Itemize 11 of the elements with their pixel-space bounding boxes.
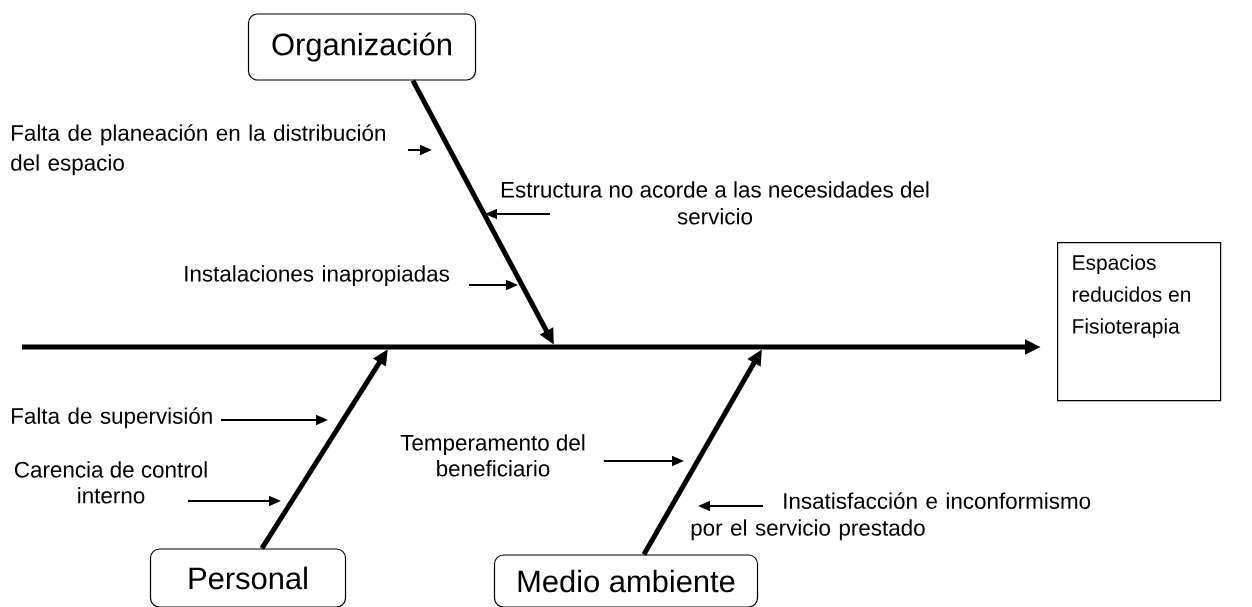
cause-text: Insatisfacción e inconformismo por el servicio prestado — [691, 492, 1091, 541]
category-box: Medio ambiente — [493, 554, 759, 607]
cause-text: Estructura no acorde a las necesidades del servicio — [501, 181, 929, 225]
cause-text: Falta de planeación en la distribución del espacio — [11, 124, 385, 176]
effect-box: Espacios reducidos en Fisioterapia — [1057, 242, 1222, 402]
category-box: Personal — [149, 548, 347, 607]
cause-text: Falta de supervisión — [12, 407, 212, 429]
cause-text: Temperamento del beneficiario — [400, 434, 585, 477]
cause-text: Carencia de control interno — [14, 461, 207, 504]
category-box: Organización — [247, 13, 477, 81]
cause-text: Instalaciones inapropiadas — [185, 265, 449, 287]
